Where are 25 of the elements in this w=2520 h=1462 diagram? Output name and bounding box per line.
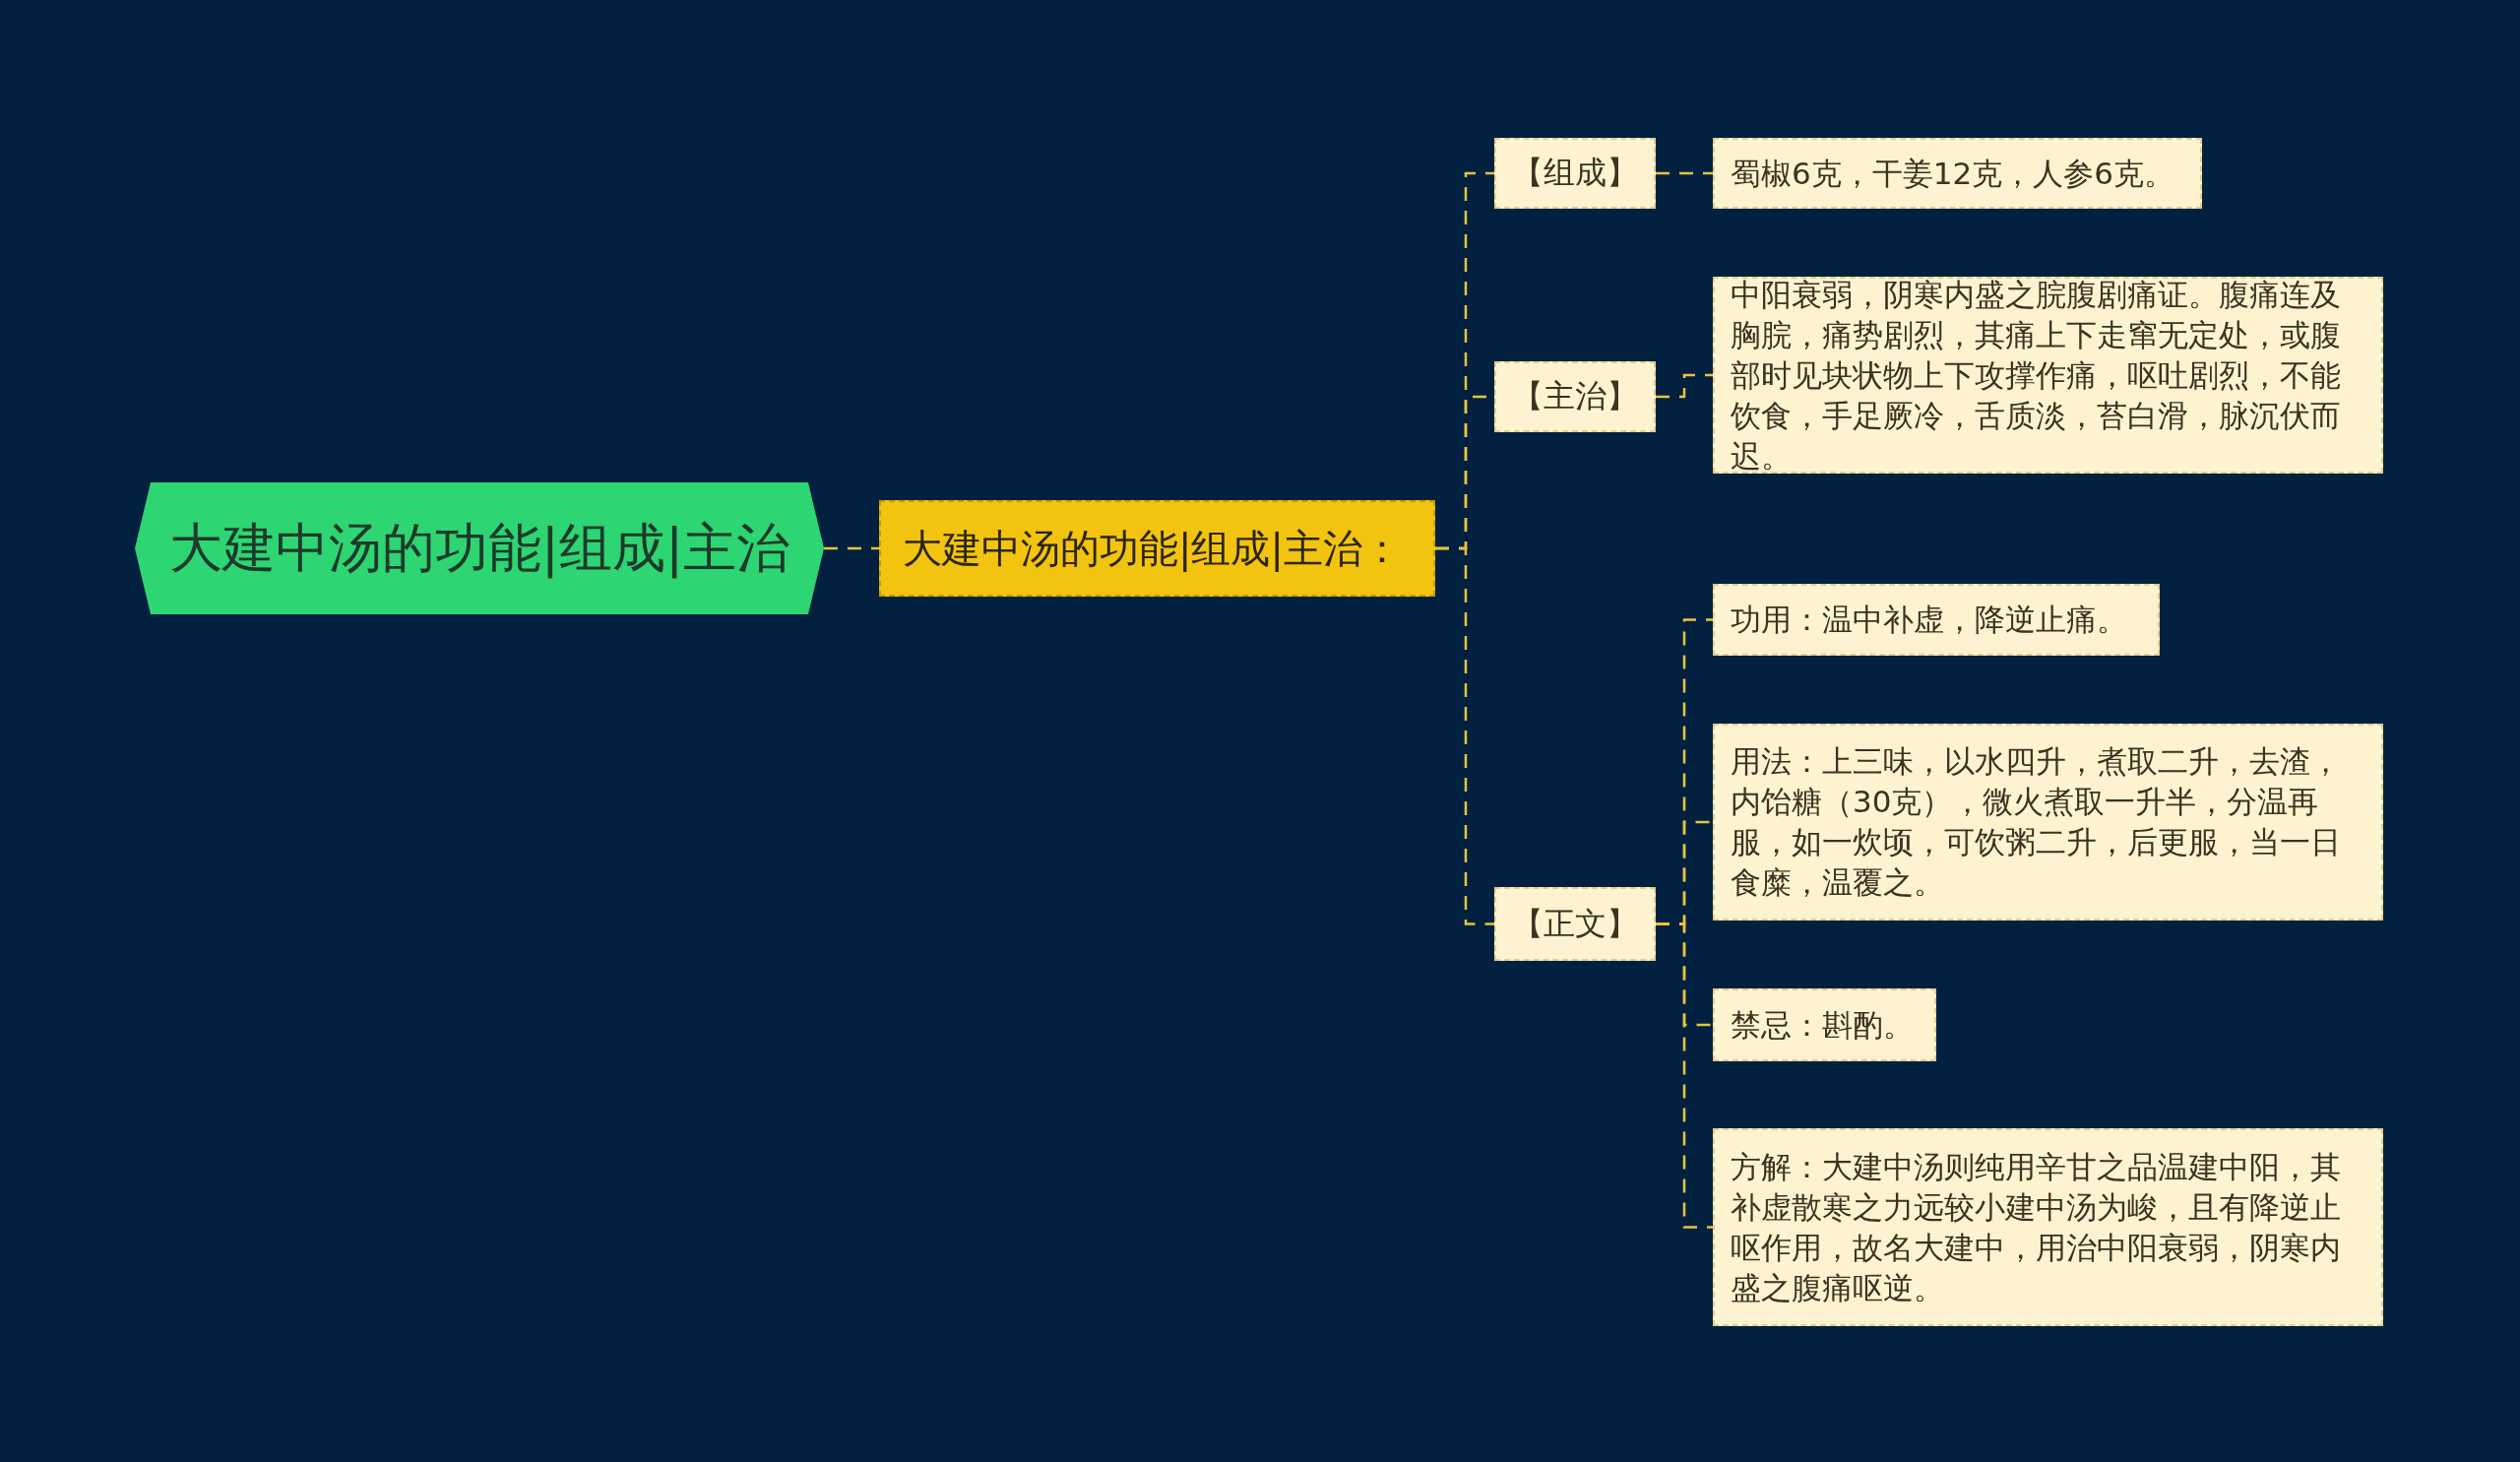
connector-line xyxy=(1656,171,1713,175)
note-text: 禁忌：斟酌。 xyxy=(1731,1005,1914,1045)
category-box xyxy=(1494,361,1656,432)
note-text: 用法：上三味，以水四升，煮取二升，去渣，内饴糖（30克），微火煮取一升半，分温再服，如一炊顷，可饮粥二升，后更服，当一日食糜，温覆之。 xyxy=(1731,742,2342,902)
connector-line xyxy=(824,546,879,550)
note-box xyxy=(1713,138,2202,209)
topic-label: 大建中汤的功能|组成|主治 xyxy=(168,515,790,581)
note-text: 方解：大建中汤则纯用辛甘之品温建中阳，其补虚散寒之力远较小建中汤为峻，且有降逆止呕作用，故名大建中，用治中阳衰弱，阴寒内盛之腹痛呕逆。 xyxy=(1731,1147,2342,1307)
connector-line xyxy=(1435,546,1494,925)
category-box xyxy=(1494,887,1656,961)
subtopic-box xyxy=(879,500,1435,597)
note-text: 中阳衰弱，阴寒内盛之脘腹剧痛证。腹痛连及胸脘，痛势剧烈，其痛上下走窜无定处，或腹部时见块状物上下攻撑作痛，呕吐剧烈，不能饮食，手足厥冷，舌质淡，苔白滑，脉沉伏而迟。 xyxy=(1731,275,2342,476)
note-box xyxy=(1713,584,2160,656)
topic-label: 大建中汤的功能|组成|主治： xyxy=(903,524,1402,574)
connector-line xyxy=(1656,373,1713,399)
category-box xyxy=(1494,138,1656,209)
category-label: 【组成】 xyxy=(1512,153,1638,193)
category-label: 【正文】 xyxy=(1512,903,1638,944)
note-box xyxy=(1713,724,2383,921)
note-text: 功用：温中补虚，降逆止痛。 xyxy=(1731,601,2127,639)
category-label: 【主治】 xyxy=(1512,376,1638,416)
note-box xyxy=(1713,1128,2383,1326)
note-box xyxy=(1713,988,1936,1061)
note-text: 蜀椒6克，干姜12克，人参6克。 xyxy=(1731,154,2174,193)
connector-line xyxy=(1656,922,1713,1229)
